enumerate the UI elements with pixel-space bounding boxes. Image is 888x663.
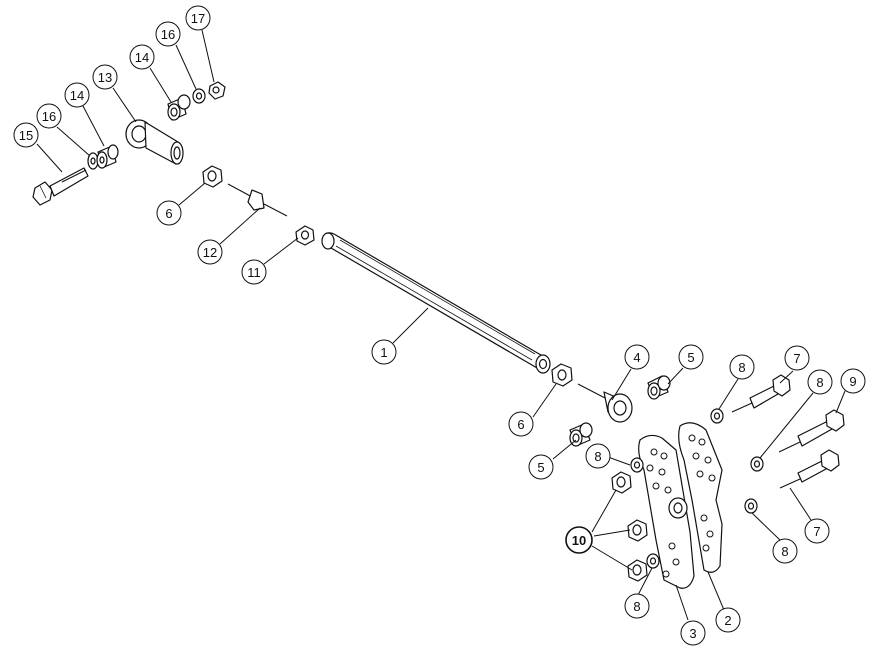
callout-8-plate-top: 8 (585, 443, 611, 469)
callout-8-right: 8 (807, 369, 833, 395)
callout-2: 2 (715, 607, 741, 633)
svg-text:7: 7 (813, 524, 820, 539)
svg-text:3: 3 (689, 626, 696, 641)
svg-text:12: 12 (203, 245, 217, 260)
svg-text:16: 16 (42, 109, 56, 124)
part-center-spacer (668, 497, 688, 519)
part-bolt-7-upper (731, 374, 791, 413)
callout-10: 10 (565, 526, 593, 554)
part-nut-11 (295, 225, 315, 246)
part-nut-6-right (551, 363, 573, 387)
part-washer-8-right-lower (744, 498, 758, 514)
callout-14-left: 14 (64, 82, 90, 108)
part-plate-2 (678, 422, 723, 573)
part-washer-8-right-middle (750, 456, 764, 472)
svg-text:6: 6 (517, 417, 524, 432)
callout-11: 11 (241, 259, 267, 285)
callout-5-lower: 5 (528, 454, 554, 480)
svg-text:14: 14 (135, 50, 149, 65)
svg-text:8: 8 (816, 375, 823, 390)
part-spacer-14-left (96, 144, 119, 169)
part-washer-8-right-upper (710, 408, 724, 424)
part-spacer-14-top (167, 94, 191, 121)
svg-text:8: 8 (738, 360, 745, 375)
callout-7-lower: 7 (804, 518, 830, 544)
part-bolt-7-lower (779, 449, 840, 489)
part-tube-1 (321, 232, 551, 374)
svg-text:8: 8 (781, 544, 788, 559)
callout-6-top: 6 (156, 200, 182, 226)
svg-text:5: 5 (537, 460, 544, 475)
callout-8-right-lower: 8 (772, 538, 798, 564)
svg-text:16: 16 (161, 27, 175, 42)
svg-text:14: 14 (70, 88, 84, 103)
svg-text:4: 4 (633, 350, 640, 365)
svg-text:1: 1 (380, 345, 387, 360)
svg-text:17: 17 (191, 11, 205, 26)
part-spacer-5-upper (647, 375, 671, 400)
callout-16-top: 16 (155, 21, 181, 47)
callout-7-upper: 7 (784, 345, 810, 371)
part-bolt-15 (32, 167, 89, 206)
part-nut-10-top (611, 471, 632, 494)
part-washer-16-top (192, 88, 206, 104)
svg-text:2: 2 (724, 613, 731, 628)
part-washer-8-plate-bottom (646, 553, 660, 569)
callout-3: 3 (680, 620, 706, 646)
callout-14-top: 14 (129, 44, 155, 70)
part-stud-12 (227, 183, 288, 217)
callout-12: 12 (197, 239, 223, 265)
leader-lines (36, 29, 846, 621)
part-rod-end-13 (125, 119, 184, 165)
callout-17: 17 (185, 5, 211, 31)
part-plate-3 (638, 434, 695, 589)
svg-text:13: 13 (98, 70, 112, 85)
part-nut-6-top (202, 165, 223, 188)
svg-text:11: 11 (247, 265, 261, 280)
callout-4: 4 (624, 344, 650, 370)
part-rod-end-4 (577, 383, 633, 423)
callout-5-upper: 5 (678, 344, 704, 370)
svg-text:9: 9 (849, 374, 856, 389)
callout-13: 13 (92, 64, 118, 90)
callout-16-left: 16 (36, 103, 62, 129)
callout-1: 1 (371, 339, 397, 365)
part-nut-17 (208, 81, 226, 100)
callout-6-right: 6 (508, 411, 534, 437)
part-bolt-9 (778, 409, 845, 453)
part-nut-10-bottom (627, 559, 648, 582)
svg-text:8: 8 (633, 599, 640, 614)
callout-15: 15 (13, 122, 39, 148)
svg-text:15: 15 (19, 128, 33, 143)
callout-8-upper: 8 (729, 354, 755, 380)
part-washer-8-plate-top (630, 457, 644, 473)
callout-8-plate-bottom: 8 (624, 593, 650, 619)
svg-text:8: 8 (594, 449, 601, 464)
svg-text:6: 6 (165, 206, 172, 221)
part-nut-10-middle (627, 519, 648, 542)
callout-9: 9 (840, 368, 866, 394)
svg-text:10: 10 (572, 533, 586, 548)
svg-text:5: 5 (687, 350, 694, 365)
svg-text:7: 7 (793, 351, 800, 366)
